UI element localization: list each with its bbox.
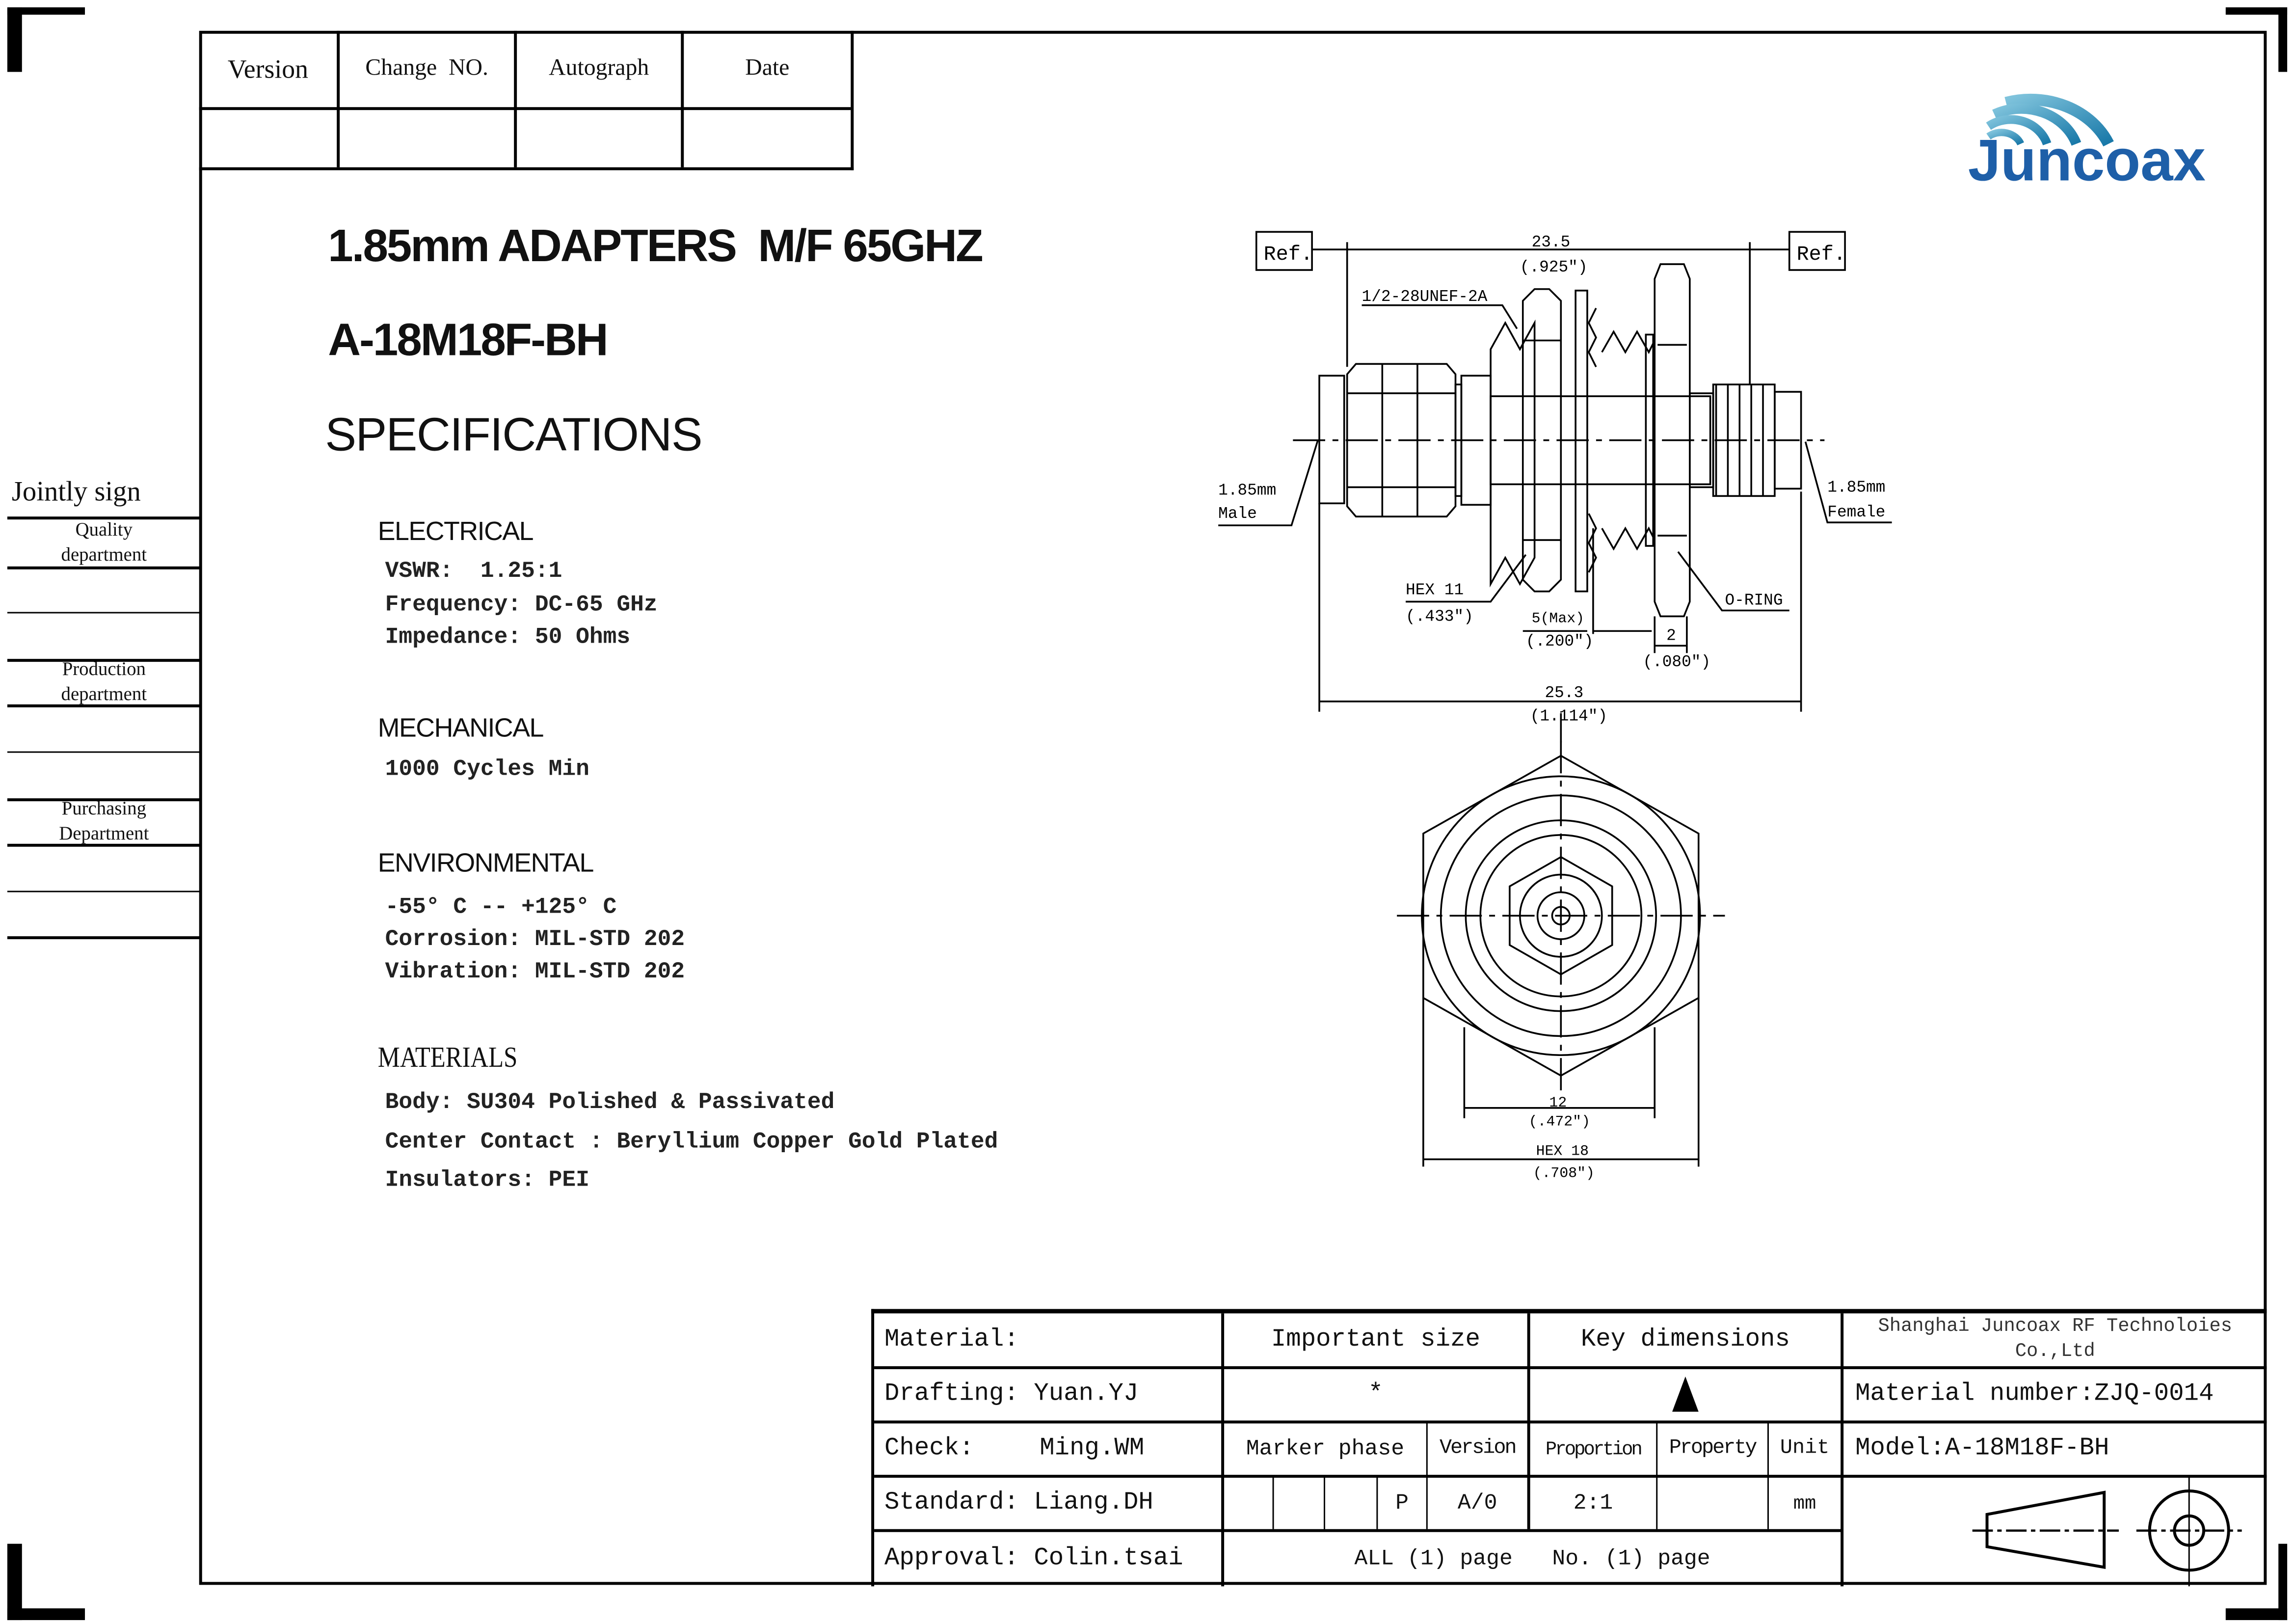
spec-heading-materials: MATERIALS (377, 1042, 518, 1075)
product-title: 1.85mm ADAPTERS M/F 65GHZ (328, 220, 983, 272)
key-dimensions-label: Key dimensions (1580, 1325, 1790, 1354)
marker-phase-label: Marker phase (1246, 1435, 1405, 1461)
revision-table: Version Change NO. Autograph Date (199, 30, 854, 170)
ref-box-left (1255, 231, 1313, 271)
dim-23-5-in: (.925") (1520, 258, 1588, 276)
spec-line: Insulators: PEI (385, 1166, 589, 1193)
o-ring-label: O-RING (1725, 592, 1783, 610)
drafting-field: Drafting: Yuan.YJ (884, 1380, 1139, 1408)
part-number-title: A-18M18F-BH (328, 314, 608, 366)
spec-line: Impedance: 50 Ohms (385, 623, 631, 650)
spec-line: VSWR: 1.25:1 (385, 557, 562, 584)
o-ring (1645, 333, 1655, 547)
version-value: A/0 (1457, 1490, 1497, 1515)
female-label-2: Female (1827, 503, 1885, 521)
version-label: Version (1439, 1436, 1517, 1461)
revision-header-autograph: Autograph (549, 55, 649, 81)
hex18-in: (.708") (1533, 1164, 1595, 1181)
signal-waves-icon (1986, 93, 2114, 147)
spec-heading-electrical: ELECTRICAL (377, 516, 534, 546)
important-size-label: Important size (1271, 1325, 1480, 1354)
juncoax-logo: Juncoax (1962, 56, 2241, 195)
material-number: Material number:ZJQ-0014 (1855, 1380, 2214, 1408)
corner-mark (7, 1543, 22, 1621)
hex18-label: HEX 18 (1536, 1142, 1589, 1159)
hex11-in: (.433") (1406, 607, 1473, 625)
model-field: Model:A-18M18F-BH (1855, 1434, 2109, 1462)
unit-label: Unit (1780, 1436, 1830, 1461)
corner-mark (2225, 7, 2288, 15)
projection-symbol-icon (1972, 1476, 2242, 1587)
spec-line: 1000 Cycles Min (385, 756, 589, 783)
approval-field: Approval: Colin.tsai (884, 1544, 1183, 1572)
ref-box-right (1788, 231, 1846, 271)
corner-mark (2278, 7, 2288, 72)
spec-line: -55° C -- +125° C (385, 893, 617, 920)
male-label-2: Male (1218, 505, 1257, 523)
corner-mark (2225, 1608, 2288, 1621)
corner-mark (7, 7, 85, 15)
front-hex18 (1422, 755, 1700, 1077)
revision-header-change-no: Change NO. (365, 55, 488, 81)
proportion-label: Proportion (1545, 1437, 1643, 1460)
female-label-1: 1.85mm (1827, 478, 1885, 496)
phase-value: P (1395, 1490, 1409, 1515)
dim-25-3-in: (1.114") (1530, 707, 1607, 726)
dim-2-in: (.080") (1643, 653, 1710, 671)
standard-field: Standard: Liang.DH (884, 1488, 1153, 1517)
spec-line: Vibration: MIL-STD 202 (385, 958, 685, 985)
corner-mark (2278, 1543, 2288, 1621)
max5-in: (.200") (1526, 632, 1594, 650)
sheet-border (199, 30, 2267, 1585)
dim-23-5: 23.5 (1532, 233, 1571, 251)
dim-12-in: (.472") (1529, 1113, 1590, 1130)
material-label: Material: (884, 1325, 1019, 1354)
male-label-1: 1.85mm (1218, 481, 1276, 499)
check-name: Ming.WM (1040, 1434, 1145, 1462)
spec-line: Center Contact : Beryllium Copper Gold P… (385, 1128, 998, 1155)
spec-heading-mechanical: MECHANICAL (377, 713, 544, 743)
ref-right: Ref. (1797, 243, 1846, 266)
spec-line: Corrosion: MIL-STD 202 (385, 926, 685, 952)
max5-label: 5(Max) (1532, 610, 1584, 626)
thread-label: 1/2-28UNEF-2A (1362, 288, 1488, 306)
spec-line: Body: SU304 Polished & Passivated (385, 1088, 835, 1115)
spec-heading-environmental: ENVIRONMENTAL (377, 848, 594, 878)
dim-25-3: 25.3 (1545, 684, 1583, 702)
spec-line: Frequency: DC-65 GHz (385, 591, 658, 618)
key-dimension-triangle-icon (1530, 1368, 1841, 1421)
unit-value: mm (1793, 1491, 1816, 1514)
ref-left: Ref. (1264, 243, 1313, 266)
property-label: Property (1669, 1436, 1758, 1461)
jointly-sign-title: Jointly sign (11, 477, 141, 508)
washer (1575, 290, 1588, 593)
corner-mark (7, 7, 22, 72)
check-label: Check: (884, 1434, 974, 1462)
title-block: Material: Important size Key dimensions … (871, 1309, 2267, 1587)
dim-2: 2 (1666, 626, 1676, 645)
hex11-label: HEX 11 (1406, 581, 1464, 599)
corner-mark (7, 1608, 85, 1621)
hex18-flange (1654, 263, 1691, 618)
logo-text: Juncoax (1968, 129, 2206, 194)
revision-header-version: Version (227, 54, 309, 83)
dim-12: 12 (1549, 1094, 1567, 1111)
revision-header-date: Date (745, 55, 790, 81)
proportion-value: 2:1 (1573, 1490, 1613, 1515)
specifications-heading: SPECIFICATIONS (325, 407, 702, 461)
hex11-nut (1522, 288, 1562, 593)
important-size-mark: * (1368, 1380, 1384, 1408)
page-count: ALL (1) page No. (1) page (1354, 1546, 1710, 1571)
